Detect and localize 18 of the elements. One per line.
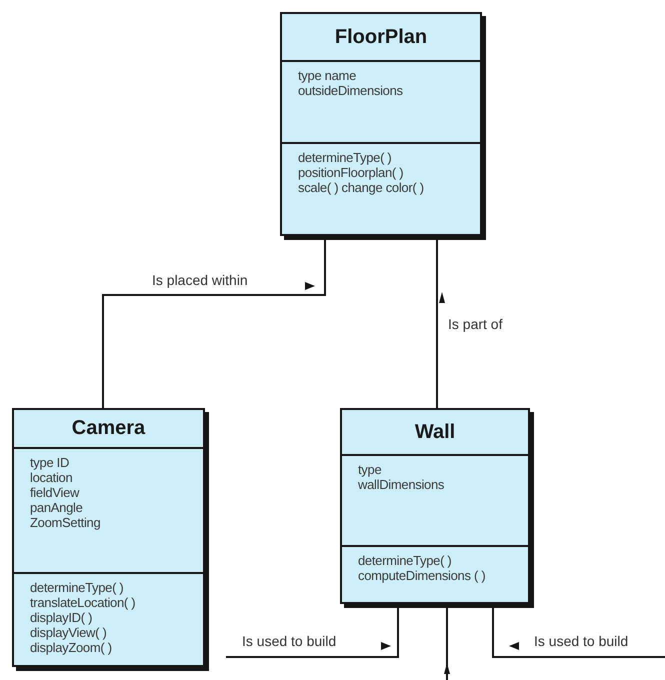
edge-label: Is used to build <box>240 633 338 649</box>
connector-line <box>436 238 438 408</box>
method-list: determineType( ) positionFloorplan( ) scale( ) change color( ) <box>298 150 438 195</box>
method-list: determineType( ) computeDimensions ( ) <box>358 553 508 583</box>
attribute-list: type wallDimensions <box>358 462 444 492</box>
class-name: FloorPlan <box>334 26 428 48</box>
attribute-list: type ID location fieldView panAngle ZoomSetting <box>30 455 100 530</box>
edge-label: Is used to build <box>532 633 630 649</box>
connector-line <box>102 238 326 408</box>
connector-line <box>492 606 665 658</box>
edge-label: Is part of <box>446 316 504 332</box>
edge-label: Is placed within <box>150 272 250 288</box>
connector-line <box>226 606 399 658</box>
class-name: Wall <box>414 420 456 444</box>
connector-line <box>446 606 448 680</box>
class-name: Camera <box>72 417 146 440</box>
attribute-list: type name outsideDimensions <box>298 68 403 98</box>
method-list: determineType( ) translateLocation( ) displayID( ) displayView( ) displayZoom( ) <box>30 580 155 655</box>
